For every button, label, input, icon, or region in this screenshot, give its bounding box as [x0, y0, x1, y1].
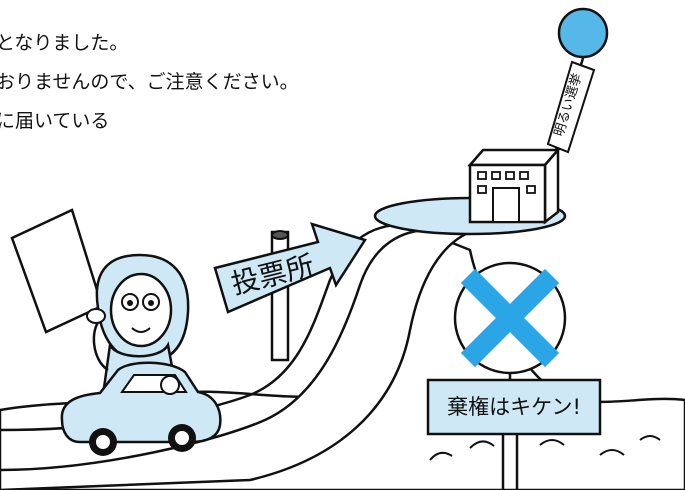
warning-sign-label: 棄権はキケン! [447, 395, 581, 419]
warning-sign [426, 261, 602, 490]
balloon [557, 7, 609, 59]
notice-line-2: おりませんので、ご注意ください。 [0, 71, 299, 93]
polling-station-building [467, 146, 561, 225]
banner-pole [546, 7, 609, 154]
arrow-signpost [213, 222, 367, 362]
notice-line-1: となりました。 [0, 32, 129, 54]
notice-line-3: に届いている [0, 110, 110, 132]
car [60, 361, 222, 456]
grass-marks [429, 435, 661, 461]
road [0, 228, 471, 490]
cross-icon [460, 268, 560, 368]
